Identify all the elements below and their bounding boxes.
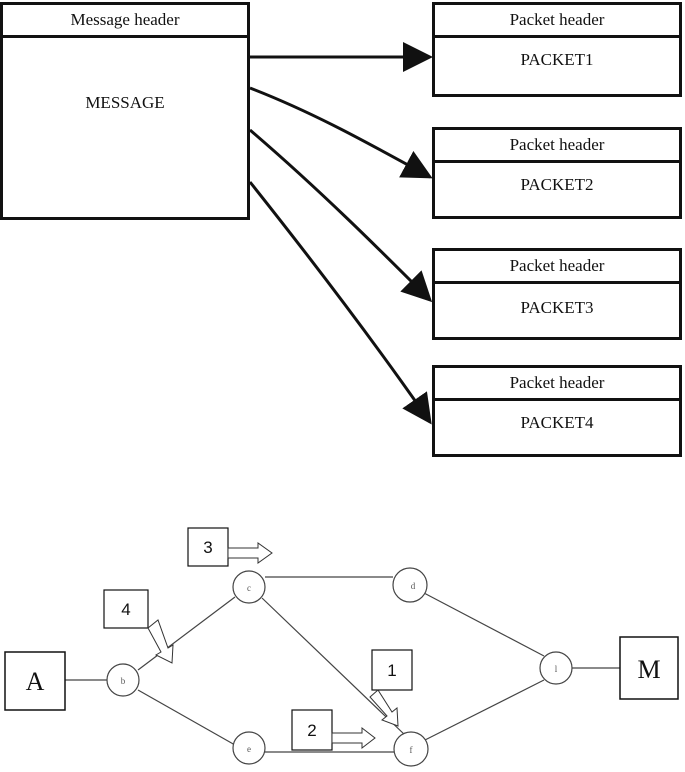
marker-1-box	[371, 649, 413, 691]
endpoint-a-label: A	[26, 667, 45, 696]
link-b-c	[137, 596, 236, 671]
packet-body-2: PACKET2	[520, 175, 594, 194]
packet-body-1: PACKET1	[520, 50, 594, 69]
message-body: MESSAGE	[85, 92, 165, 112]
node-c	[232, 570, 266, 604]
node-d	[392, 567, 428, 603]
endpoint-m-box	[619, 636, 679, 700]
packet-header-4: Packet header	[435, 368, 679, 401]
marker-2-box	[291, 709, 333, 751]
packet-body-4: PACKET4	[520, 413, 594, 432]
node-d-label: d	[411, 581, 416, 591]
marker-2-label: 2	[307, 721, 316, 740]
node-e	[232, 731, 266, 765]
packet-box-1: Packet header PACKET1	[432, 2, 682, 97]
marker-4-label: 4	[121, 600, 130, 619]
arrow-to-packet-4	[248, 181, 432, 425]
node-l-label: l	[555, 664, 558, 674]
marker-1-label: 1	[387, 661, 396, 680]
packet-header-2: Packet header	[435, 130, 679, 163]
message-header: Message header	[3, 5, 247, 38]
packet-body-3: PACKET3	[520, 297, 594, 317]
link-d-l	[423, 592, 545, 657]
link-b-e	[137, 689, 236, 746]
marker-3-box	[187, 527, 229, 567]
message-box: Message header MESSAGE	[0, 2, 250, 220]
link-f-l	[424, 679, 545, 741]
marker-1-arrow	[369, 689, 399, 727]
marker-4-arrow	[147, 619, 174, 664]
arrow-to-packet-2	[249, 86, 433, 179]
link-c-f	[261, 597, 407, 737]
marker-4-box	[103, 589, 149, 629]
packet-box-4: Packet header PACKET4	[432, 365, 682, 457]
node-b	[106, 663, 140, 697]
network-links	[65, 576, 620, 753]
node-f	[393, 731, 429, 767]
arrow-to-packet-3	[249, 128, 433, 303]
marker-2-arrow	[331, 726, 376, 750]
packet-box-3: Packet header PACKET3	[432, 248, 682, 340]
endpoint-a-box	[4, 651, 66, 711]
node-c-label: c	[247, 583, 251, 593]
node-l	[539, 651, 573, 685]
node-e-label: e	[247, 744, 251, 754]
packet-header-3: Packet header	[435, 251, 679, 284]
packet-header-1: Packet header	[435, 5, 679, 38]
node-f-label: f	[410, 745, 413, 755]
endpoint-m-label: M	[637, 655, 660, 684]
marker-3-arrow	[227, 542, 273, 564]
marker-3-label: 3	[203, 538, 212, 557]
node-b-label: b	[121, 676, 126, 686]
packet-box-2: Packet header PACKET2	[432, 127, 682, 219]
